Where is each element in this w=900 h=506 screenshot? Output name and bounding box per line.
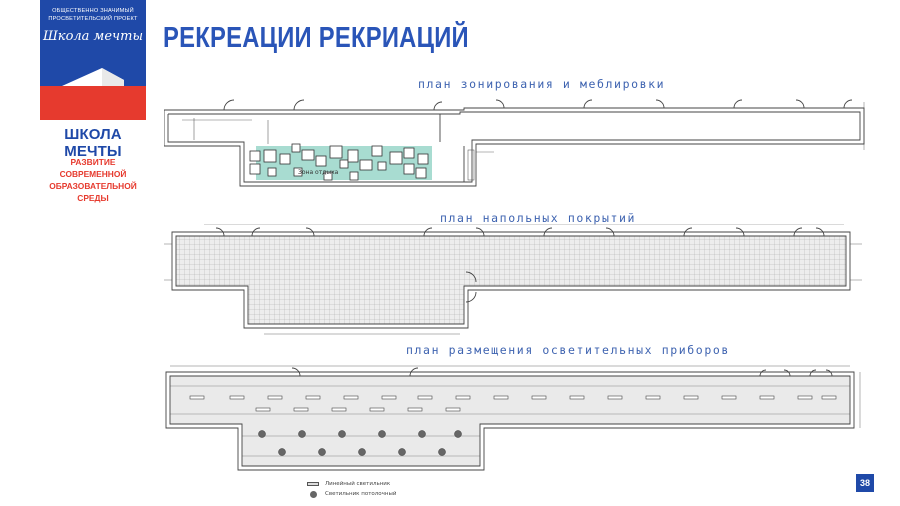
flooring-plan-title: план напольных покрытий bbox=[440, 211, 637, 225]
legend-ceiling-label: Светильник потолочный bbox=[325, 491, 397, 497]
lighting-legend: Линейный светильник Светильник потолочны… bbox=[307, 479, 396, 499]
lighting-floorplan-svg bbox=[165, 365, 861, 471]
brand-red-band bbox=[40, 86, 146, 120]
brand-name: ШКОЛА МЕЧТЫ bbox=[64, 126, 122, 160]
zoning-plan-drawing: Зона отдыха bbox=[164, 94, 874, 194]
brand-tagline: ОБЩЕСТВЕННО ЗНАЧИМЫЙ ПРОСВЕТИТЕЛЬСКИЙ ПР… bbox=[48, 8, 138, 22]
ceiling-luminaires bbox=[258, 430, 462, 456]
linear-luminaires bbox=[189, 395, 837, 412]
ceiling-luminaire-icon bbox=[310, 490, 317, 498]
furniture-items bbox=[249, 143, 429, 181]
legend-ceiling-row: Светильник потолочный bbox=[307, 489, 396, 499]
brand-block: ОБЩЕСТВЕННО ЗНАЧИМЫЙ ПРОСВЕТИТЕЛЬСКИЙ ПР… bbox=[0, 0, 152, 203]
brand-school-building-icon bbox=[62, 68, 124, 86]
zoning-plan-title: план зонирования и меблировки bbox=[418, 77, 666, 91]
relaxation-zone-label: Зона отдыха bbox=[298, 169, 339, 176]
flooring-floorplan-svg bbox=[164, 224, 862, 335]
legend-linear-row: Линейный светильник bbox=[307, 479, 396, 489]
page-number: 38 bbox=[856, 474, 874, 492]
lighting-plan-drawing bbox=[160, 364, 874, 472]
page-title: РЕКРЕАЦИИ РЕКРИАЦИЙ bbox=[163, 22, 469, 54]
brand-script-logo: Школа мечты bbox=[42, 29, 144, 44]
zoning-floorplan-svg: Зона отдыха bbox=[164, 99, 865, 187]
legend-linear-label: Линейный светильник bbox=[325, 481, 391, 487]
linear-luminaire-icon bbox=[307, 482, 319, 486]
brand-subtitle: РАЗВИТИЕ СОВРЕМЕННОЙ ОБРАЗОВАТЕЛЬНОЙ СРЕ… bbox=[49, 157, 137, 203]
lighting-plan-title: план размещения осветительных приборов bbox=[406, 343, 730, 357]
flooring-plan-drawing bbox=[164, 224, 874, 336]
